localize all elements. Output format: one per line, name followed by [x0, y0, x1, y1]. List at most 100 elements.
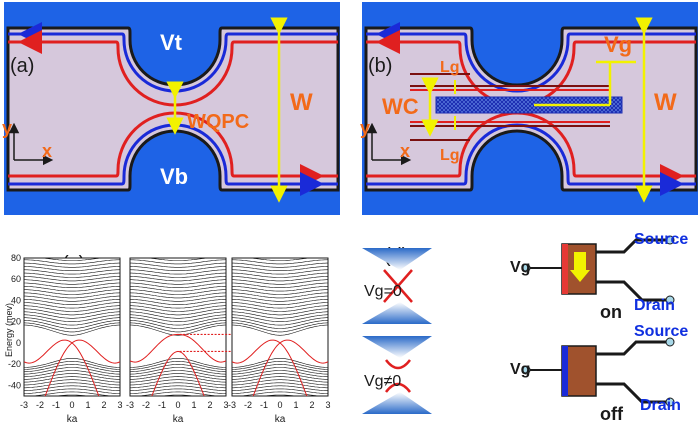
panel-d: (d) Vg=0 Vg≠0 Vg on Source Drain: [362, 231, 688, 424]
conduction-subband: [232, 305, 328, 312]
y-tick-label: -40: [8, 380, 21, 390]
conduction-subband: [130, 253, 226, 257]
conduction-subband: [24, 324, 120, 336]
x-axis-label: ka: [275, 414, 286, 424]
conduction-subband: [130, 286, 226, 292]
source-terminal-off: [665, 337, 675, 347]
conduction-subband: [130, 292, 226, 299]
axis-x-label-a: x: [42, 141, 52, 161]
x-tick-label: 3: [325, 400, 330, 410]
edge-band-red: [151, 350, 205, 396]
conduction-subband: [232, 289, 328, 295]
source-label-1: Source: [634, 231, 688, 248]
conduction-subband: [130, 320, 226, 329]
valence-subband: [28, 391, 116, 396]
drain-wire-off: [596, 382, 668, 404]
wc-label: WC: [382, 94, 419, 119]
conduction-subband: [232, 269, 328, 275]
valence-subband: [232, 373, 328, 380]
conduction-subband: [232, 246, 328, 250]
valence-subband: [232, 385, 328, 391]
edge-band-red: [24, 339, 100, 396]
x-tick-label: -3: [228, 400, 236, 410]
valence-subband: [24, 385, 120, 391]
conduction-subband: [24, 292, 120, 299]
conduction-subband: [232, 276, 328, 282]
valence-subband: [130, 367, 226, 375]
off-label: off: [600, 404, 624, 424]
conduction-subband: [24, 246, 120, 250]
drain-label-1: Drain: [634, 297, 675, 314]
conduction-subband: [24, 305, 120, 312]
valence-subband: [232, 388, 328, 394]
valence-subband: [54, 394, 90, 396]
switch-on-edge: [562, 244, 568, 294]
conduction-subband: [24, 282, 120, 288]
conduction-subband: [232, 314, 328, 322]
drain-wire-on: [596, 280, 668, 302]
switch-off-edge: [562, 346, 568, 396]
valence-subband: [232, 367, 328, 375]
valence-subband: [130, 376, 226, 383]
conduction-subband: [24, 320, 120, 329]
source-label-2: Source: [634, 323, 688, 340]
y-tick-label: 20: [11, 317, 21, 327]
valence-subband: [24, 367, 120, 375]
conduction-subband: [24, 289, 120, 295]
conduction-subband: [232, 299, 328, 305]
x-tick-label: -2: [142, 400, 150, 410]
conduction-subband: [24, 302, 120, 309]
axis-y-label-a: y: [2, 118, 12, 138]
conduction-subband: [232, 279, 328, 285]
x-tick-label: -1: [52, 400, 60, 410]
conduction-subband: [24, 279, 120, 285]
conduction-subband: [24, 295, 120, 302]
valence-subband: [232, 364, 328, 373]
lg-top-label: Lg: [440, 59, 460, 76]
on-label: on: [600, 302, 622, 322]
valence-subband: [24, 361, 120, 370]
lg-bottom-label: Lg: [440, 147, 460, 164]
conduction-subband: [232, 320, 328, 329]
source-wire-on: [596, 238, 668, 254]
valence-subband: [24, 382, 120, 389]
panel-b: (b) Lg Lg Vg WC W y x: [360, 2, 698, 215]
y-tick-label: 40: [11, 295, 21, 305]
conduction-subband: [130, 322, 226, 333]
vg-label-off: Vg: [510, 361, 530, 378]
conduction-subband: [130, 259, 226, 265]
conduction-subband: [130, 311, 226, 319]
conduction-subband: [24, 299, 120, 305]
conduction-subband: [232, 311, 328, 319]
conduction-subband: [232, 322, 328, 333]
valence-subband: [232, 358, 328, 368]
valence-subband: [130, 388, 226, 394]
valence-subband: [262, 394, 298, 396]
valence-subband: [232, 376, 328, 383]
source-wire-off: [596, 340, 668, 356]
x-tick-label: -1: [158, 400, 166, 410]
valence-subband: [130, 379, 226, 386]
conduction-subband: [24, 286, 120, 292]
conduction-subband: [130, 282, 226, 288]
cone-bottom-1: [362, 302, 432, 324]
conduction-subband: [24, 308, 120, 316]
x-tick-label: 2: [101, 400, 106, 410]
conduction-subband: [24, 269, 120, 275]
x-tick-label: -2: [36, 400, 44, 410]
x-tick-label: 3: [223, 400, 228, 410]
on-arrow-icon: [570, 252, 590, 282]
valence-subband: [24, 388, 120, 394]
valence-subband: [130, 358, 226, 368]
valence-subband: [24, 358, 120, 368]
gapped-band-bottom: [385, 382, 411, 393]
conduction-subband: [232, 295, 328, 302]
valence-subband: [232, 379, 328, 386]
x-tick-label: -1: [260, 400, 268, 410]
dirac-line-2: [383, 269, 413, 303]
conduction-subband: [232, 266, 328, 271]
vg-terminal-off: [521, 365, 531, 375]
cone-top-2: [362, 336, 432, 358]
x-tick-label: 2: [207, 400, 212, 410]
